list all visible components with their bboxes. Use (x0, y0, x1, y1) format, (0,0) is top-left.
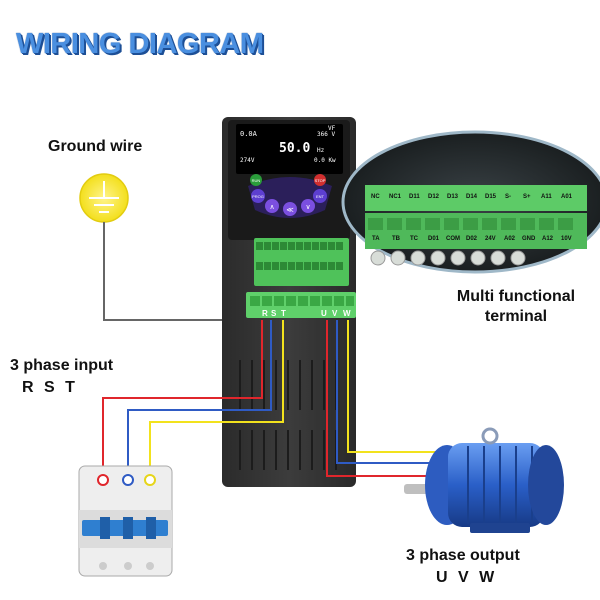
output-terminals-label: U V W (436, 569, 498, 586)
wire-t-yellow (149, 320, 284, 476)
terminal-label-nc: NC (371, 194, 380, 200)
svg-text:ENT: ENT (316, 194, 325, 199)
svg-text:≪: ≪ (286, 206, 293, 214)
terminal-label-d14: D14 (466, 194, 478, 200)
terminal-label-tb: TB (392, 236, 401, 242)
terminal-label-line2: terminal (484, 308, 548, 325)
vfd-freq-unit: Hz (317, 147, 325, 154)
input-terminals-label: R S T (22, 379, 78, 396)
terminal-label-a12: A12 (542, 236, 554, 242)
terminal-t: T (281, 309, 286, 318)
vfd-current: 0.0A (240, 130, 258, 138)
vfd-bus-voltage: 274V (240, 157, 255, 164)
terminal-label-a02: A02 (504, 236, 516, 242)
terminal-label-com: COM (446, 236, 460, 242)
terminal-label-24v: 24V (485, 236, 496, 242)
output-label: 3 phase output (406, 547, 520, 564)
wire-r-red (102, 320, 263, 476)
vfd-frequency: 50.0 (279, 141, 310, 156)
svg-text:∧: ∧ (269, 203, 274, 211)
terminal-w: W (343, 309, 351, 318)
run-button[interactable] (250, 174, 262, 186)
terminal-s: S (271, 309, 277, 318)
terminal-label-tc: TC (410, 236, 419, 242)
terminal-label-s-minus: S- (505, 194, 511, 200)
stop-button[interactable] (314, 174, 326, 186)
svg-text:RUN: RUN (252, 178, 261, 183)
ground-wire-label: Ground wire (48, 138, 143, 155)
terminal-label-d11: D11 (409, 194, 420, 200)
svg-text:∨: ∨ (305, 203, 310, 211)
vfd-voltage: 366 V (317, 131, 335, 138)
wire-v-blue (336, 320, 458, 464)
svg-text:STOP: STOP (315, 178, 326, 183)
wire-s-blue (127, 320, 272, 476)
terminal-label-d13: D13 (447, 194, 459, 200)
terminal-label-d12: D12 (428, 194, 440, 200)
terminal-label-d01: D01 (428, 236, 440, 242)
vfd-power: 0.0 Kw (314, 157, 336, 164)
terminal-label-line1: Multi functional (456, 288, 576, 305)
terminal-r: R (262, 309, 268, 318)
page-title: WIRING DIAGRAM (16, 28, 264, 60)
prog-button[interactable] (251, 189, 265, 203)
shift-button[interactable] (283, 202, 297, 216)
terminal-label-ta: TA (372, 236, 380, 242)
terminal-v: V (332, 309, 338, 318)
terminal-label: Multi functional terminal (436, 287, 596, 327)
terminal-label-nc1: NC1 (389, 194, 402, 200)
terminal-label-a01: A01 (561, 194, 573, 200)
terminal-label-d02: D02 (466, 236, 478, 242)
wire-w-yellow (347, 320, 458, 453)
ground-icon (79, 173, 129, 223)
terminal-label-gnd: GND (522, 236, 536, 242)
terminal-u: U (321, 309, 327, 318)
terminal-label-d15: D15 (485, 194, 497, 200)
vfd-mode: VF (328, 125, 336, 132)
input-label: 3 phase input (10, 357, 114, 374)
ent-button[interactable] (313, 189, 327, 203)
up-button[interactable] (265, 199, 279, 213)
terminal-label-s-plus: S+ (523, 194, 531, 200)
svg-text:PROG: PROG (252, 194, 264, 199)
terminal-label-a11: A11 (541, 194, 552, 200)
wire-u-red (326, 320, 458, 477)
terminal-callout: NC NC1 D11 D12 D13 D14 D15 S- S+ A11 A01… (341, 130, 600, 274)
vfd-inverter: 0.0A VF 366 V 50.0 Hz 274V 0.0 Kw RUN ST… (222, 117, 356, 487)
down-button[interactable] (301, 199, 315, 213)
ground-wire (103, 222, 255, 321)
vfd-screen (236, 124, 343, 174)
circuit-breaker (78, 465, 173, 577)
terminal-label-10v: 10V (561, 236, 572, 242)
motor (404, 427, 564, 533)
